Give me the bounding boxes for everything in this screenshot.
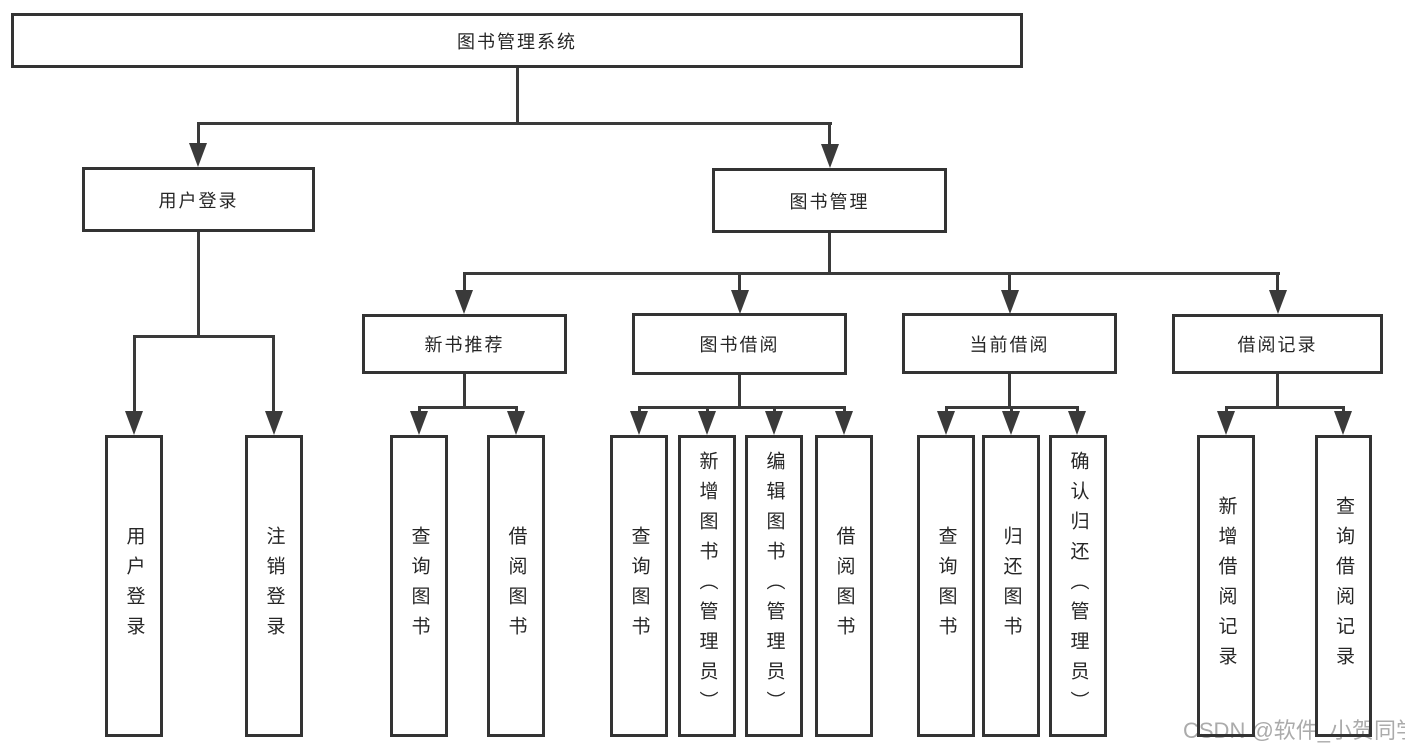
arrowhead-icon <box>698 411 716 435</box>
arrowhead-icon <box>189 143 207 167</box>
node-label: 当前借阅 <box>969 334 1050 355</box>
arrowhead-icon <box>630 411 648 435</box>
leaf-borrow-book-recommend: 借阅图书 <box>487 435 545 737</box>
connector-stem-leaf <box>773 406 776 413</box>
leaf-label: 注销登录 <box>263 526 285 646</box>
connector-bookmgmt-stem <box>828 233 831 272</box>
connector-stem-level3 <box>1008 272 1011 291</box>
node-borrow-record: 借阅记录 <box>1172 314 1383 374</box>
connector-newbook-stem <box>463 374 466 406</box>
leaf-borrow-book: 借阅图书 <box>815 435 873 737</box>
connector-stem-leaf <box>638 406 641 413</box>
arrowhead-icon <box>1068 411 1086 435</box>
leaf-label: 新增图书（管理员） <box>696 451 718 721</box>
leaf-label: 归还图书 <box>1000 526 1022 646</box>
arrowhead-icon <box>410 411 428 435</box>
node-book-borrow: 图书借阅 <box>632 313 847 375</box>
connector-stem-leaf <box>272 335 275 412</box>
leaf-add-book-admin: 新增图书（管理员） <box>678 435 736 737</box>
leaf-add-borrow-record: 新增借阅记录 <box>1197 435 1255 737</box>
connector-stem-level3 <box>1276 272 1279 291</box>
node-label: 图书借阅 <box>699 335 780 355</box>
node-label: 新书推荐 <box>424 335 505 355</box>
connector-bookborrow-rail <box>638 406 846 409</box>
leaf-query-borrow-record: 查询借阅记录 <box>1315 435 1372 737</box>
node-book-management: 图书管理 <box>712 168 947 233</box>
connector-stem-leaf <box>1225 406 1228 413</box>
leaf-query-book-current: 查询图书 <box>917 435 975 737</box>
arrowhead-icon <box>507 411 525 435</box>
leaf-query-book-borrow: 查询图书 <box>610 435 668 737</box>
leaf-return-book: 归还图书 <box>982 435 1040 737</box>
leaf-label: 查询图书 <box>628 526 650 646</box>
node-label: 借阅记录 <box>1237 335 1318 355</box>
leaf-label: 借阅图书 <box>505 526 527 646</box>
connector-stem-leaf <box>945 406 948 413</box>
connector-stem-leaf <box>515 406 518 413</box>
connector-root-stem <box>516 68 519 122</box>
connector-bookmgmt-rail <box>463 272 1280 275</box>
node-label: 用户登录 <box>158 190 239 211</box>
node-library-system: 图书管理系统 <box>11 13 1023 68</box>
arrowhead-icon <box>1002 411 1020 435</box>
arrowhead-icon <box>455 290 473 314</box>
connector-newbook-rail <box>418 406 518 409</box>
leaf-label: 用户登录 <box>123 526 145 646</box>
connector-stem-leaf <box>418 406 421 413</box>
arrowhead-icon <box>1269 290 1287 314</box>
csdn-watermark: CSDN @软件_小贺同学 <box>1183 718 1405 743</box>
arrowhead-icon <box>835 411 853 435</box>
leaf-label: 查询图书 <box>935 526 957 646</box>
arrowhead-icon <box>1334 411 1352 435</box>
leaf-user-login: 用户登录 <box>105 435 163 737</box>
arrowhead-icon <box>1217 411 1235 435</box>
arrowhead-icon <box>765 411 783 435</box>
connector-root-rail <box>197 122 832 125</box>
arrowhead-icon <box>1001 290 1019 314</box>
leaf-query-book-recommend: 查询图书 <box>390 435 448 737</box>
connector-stem-leaf <box>843 406 846 413</box>
leaf-label: 借阅图书 <box>833 526 855 646</box>
connector-bookborrow-stem <box>738 375 741 406</box>
leaf-edit-book-admin: 编辑图书（管理员） <box>745 435 803 737</box>
node-label: 图书管理 <box>789 191 870 212</box>
leaf-label: 确认归还（管理员） <box>1067 451 1089 721</box>
leaf-logout: 注销登录 <box>245 435 303 737</box>
node-current-borrow: 当前借阅 <box>902 313 1117 374</box>
node-new-book-recommend: 新书推荐 <box>362 314 567 374</box>
connector-stem-leaf <box>1076 406 1079 413</box>
leaf-label: 编辑图书（管理员） <box>763 451 785 721</box>
connector-stem-leaf <box>133 335 136 412</box>
leaf-label: 查询图书 <box>408 526 430 646</box>
connector-borrowrecord-stem <box>1276 374 1279 406</box>
connector-currentborrow-stem <box>1008 374 1011 406</box>
leaf-confirm-return-admin: 确认归还（管理员） <box>1049 435 1107 737</box>
connector-stem-leaf <box>1010 406 1013 413</box>
connector-stem-level3 <box>463 272 466 291</box>
leaf-label: 新增借阅记录 <box>1215 496 1237 676</box>
connector-borrowrecord-rail <box>1225 406 1344 409</box>
arrowhead-icon <box>937 411 955 435</box>
connector-stem-level3 <box>738 272 741 291</box>
node-user-login: 用户登录 <box>82 167 315 232</box>
connector-stem-user-login <box>197 122 200 144</box>
connector-userlogin-rail <box>133 335 275 338</box>
connector-stem-leaf <box>1342 406 1345 413</box>
arrowhead-icon <box>731 290 749 314</box>
connector-userlogin-stem <box>197 232 200 335</box>
arrowhead-icon <box>265 411 283 435</box>
arrowhead-icon <box>821 144 839 168</box>
node-label: 图书管理系统 <box>457 31 577 52</box>
connector-stem-book-management <box>828 122 831 144</box>
arrowhead-icon <box>125 411 143 435</box>
connector-stem-leaf <box>706 406 709 413</box>
leaf-label: 查询借阅记录 <box>1333 496 1354 676</box>
